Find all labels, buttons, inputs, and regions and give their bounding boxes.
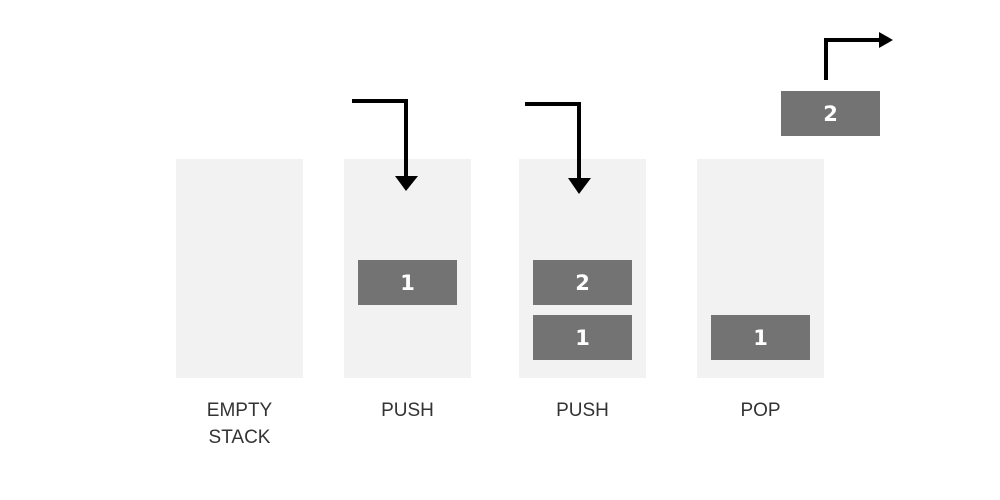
stack-block: 1 xyxy=(711,315,810,360)
stack-empty xyxy=(176,159,303,378)
pop-arrow-icon xyxy=(824,32,893,80)
stack-block: 2 xyxy=(533,260,632,305)
caption-pop: POP xyxy=(740,400,781,421)
popped-block: 2 xyxy=(781,91,880,136)
caption-push-1: PUSH xyxy=(381,400,434,421)
stack-block: 1 xyxy=(533,315,632,360)
push-arrow-icon xyxy=(352,99,418,191)
push-arrow-icon xyxy=(525,102,591,194)
stack-block: 1 xyxy=(358,260,457,305)
caption-empty-stack: EMPTY STACK xyxy=(176,397,303,451)
caption-empty-line1: EMPTY xyxy=(206,400,273,421)
caption-empty-line2: STACK xyxy=(208,427,271,448)
caption-push-2: PUSH xyxy=(556,400,609,421)
